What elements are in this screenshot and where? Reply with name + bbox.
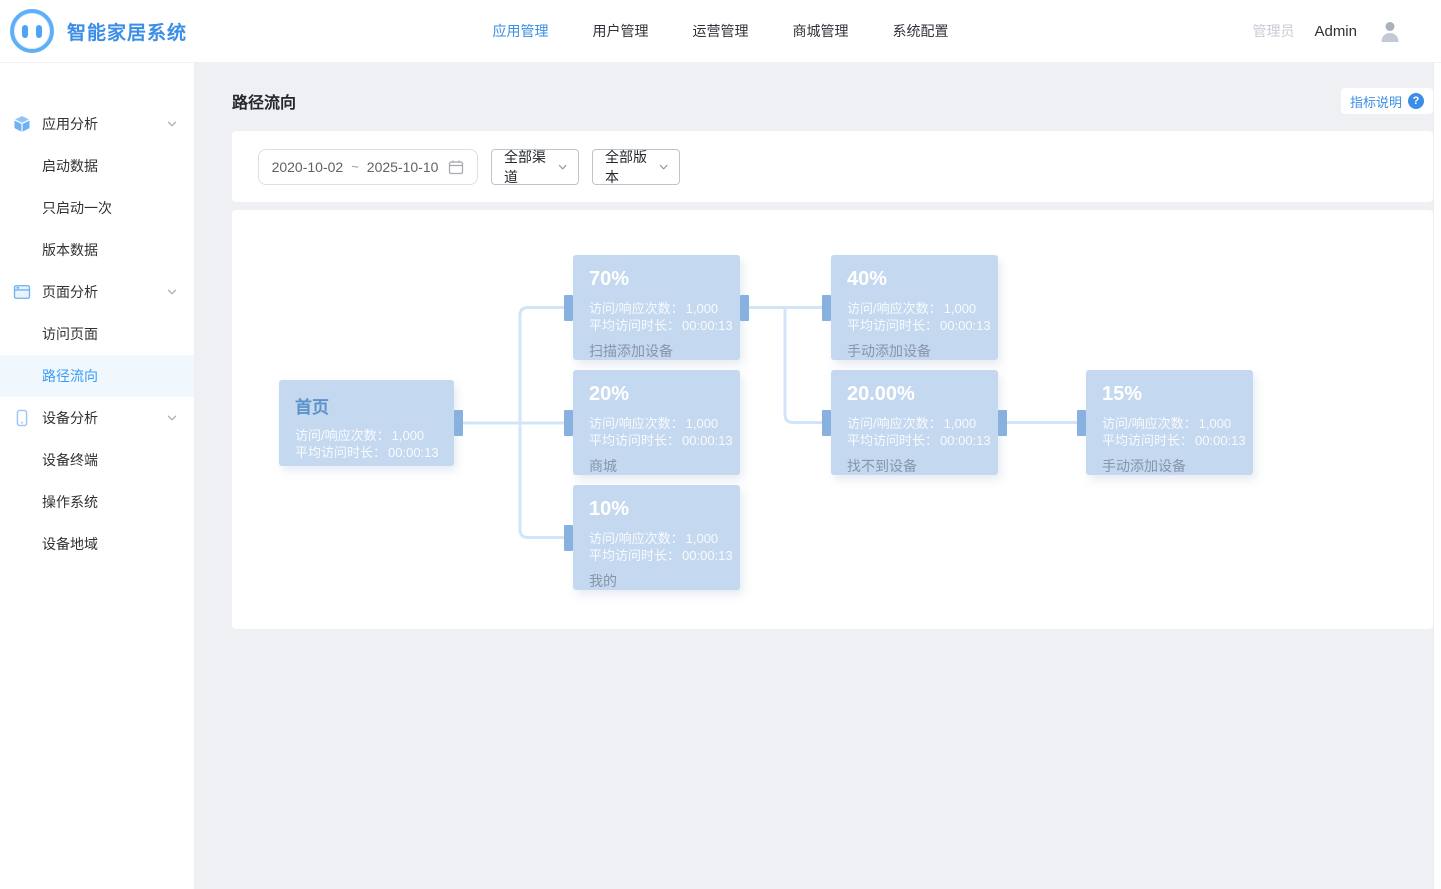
node-duration: 平均访问时长：00:00:13 bbox=[589, 318, 733, 333]
node-duration: 平均访问时长：00:00:13 bbox=[847, 433, 991, 448]
flow-connectors bbox=[458, 306, 1078, 539]
page-title: 路径流向 bbox=[232, 95, 297, 112]
phone-icon bbox=[16, 409, 28, 427]
node-visits: 访问/响应次数：1,000 bbox=[295, 428, 425, 443]
window-icon bbox=[13, 285, 31, 299]
user-role-label: 管理员 bbox=[1252, 23, 1295, 39]
sidebar-section-page-analysis[interactable]: 页面分析 bbox=[0, 271, 194, 313]
chevron-down-icon bbox=[167, 121, 177, 127]
flow-node-mall[interactable]: 20% 访问/响应次数：1,000 平均访问时长：00:00:13 商城 bbox=[564, 370, 740, 475]
connector-handle bbox=[1077, 409, 1086, 436]
flow-node-manual-add-device[interactable]: 40% 访问/响应次数：1,000 平均访问时长：00:00:13 手动添加设备 bbox=[822, 255, 998, 360]
sidebar-item-path-flow[interactable]: 路径流向 bbox=[0, 355, 194, 397]
avatar-icon[interactable] bbox=[1377, 19, 1403, 43]
sidebar-item-visited-pages[interactable]: 访问页面 bbox=[42, 326, 98, 342]
sidebar-item-device-region[interactable]: 设备地域 bbox=[42, 536, 98, 552]
path-flow-chart: 首页 访问/响应次数：1,000 平均访问时长：00:00:13 70% 访问/… bbox=[232, 210, 1433, 629]
node-visits: 访问/响应次数：1,000 bbox=[589, 416, 719, 431]
metric-help-button[interactable]: 指标说明 ? bbox=[1340, 88, 1433, 114]
sidebar-section-label: 页面分析 bbox=[42, 284, 98, 300]
app-logo-icon bbox=[10, 9, 54, 53]
node-page-name: 我的 bbox=[589, 573, 617, 589]
nav-user-management[interactable]: 用户管理 bbox=[592, 23, 649, 39]
node-page-name: 扫描添加设备 bbox=[589, 343, 673, 359]
node-percentage: 20% bbox=[589, 383, 630, 405]
node-duration: 平均访问时长：00:00:13 bbox=[589, 433, 733, 448]
nav-mall-management[interactable]: 商城管理 bbox=[792, 23, 849, 39]
date-end: 2025-10-10 bbox=[366, 158, 439, 175]
chevron-down-icon bbox=[167, 289, 177, 295]
brand: 智能家居系统 bbox=[0, 9, 300, 53]
node-percentage: 10% bbox=[589, 498, 630, 520]
version-select[interactable]: 全部版本 bbox=[592, 148, 680, 185]
calendar-icon bbox=[449, 160, 464, 174]
date-start: 2020-10-02 bbox=[271, 158, 344, 175]
flow-node-scan-add-device[interactable]: 70% 访问/响应次数：1,000 平均访问时长：00:00:13 扫描添加设备 bbox=[564, 255, 749, 360]
sidebar-section-device-analysis[interactable]: 设备分析 bbox=[0, 397, 194, 439]
connector-handle bbox=[454, 410, 463, 436]
filter-bar: 2020-10-02 ~ 2025-10-10 全部渠道 全部版本 bbox=[232, 131, 1433, 202]
node-duration: 平均访问时长：00:00:13 bbox=[1102, 433, 1246, 448]
channel-select[interactable]: 全部渠道 bbox=[491, 148, 579, 185]
node-percentage: 70% bbox=[589, 268, 630, 290]
chevron-down-icon bbox=[167, 415, 177, 421]
node-visits: 访问/响应次数：1,000 bbox=[589, 531, 719, 546]
nav-system-config[interactable]: 系统配置 bbox=[892, 23, 949, 39]
sidebar-item-launch-once[interactable]: 只启动一次 bbox=[42, 200, 112, 216]
connector-handle bbox=[822, 409, 831, 436]
node-page-name: 手动添加设备 bbox=[1102, 458, 1186, 474]
sidebar-item-operating-system[interactable]: 操作系统 bbox=[42, 494, 98, 510]
sidebar-section-label: 应用分析 bbox=[42, 116, 98, 132]
sidebar: 应用分析 启动数据 只启动一次 版本数据 页面分析 访问页面 路径流向 设备分 bbox=[0, 63, 195, 889]
node-duration: 平均访问时长：00:00:13 bbox=[295, 445, 439, 460]
sidebar-item-launch-data[interactable]: 启动数据 bbox=[42, 158, 98, 174]
question-icon: ? bbox=[1408, 93, 1424, 109]
node-title: 首页 bbox=[295, 398, 329, 417]
node-percentage: 40% bbox=[847, 268, 888, 290]
node-visits: 访问/响应次数：1,000 bbox=[847, 416, 977, 431]
flow-canvas: 首页 访问/响应次数：1,000 平均访问时长：00:00:13 70% 访问/… bbox=[232, 210, 1433, 629]
node-visits: 访问/响应次数：1,000 bbox=[589, 301, 719, 316]
sidebar-item-version-data[interactable]: 版本数据 bbox=[42, 242, 98, 258]
nav-operation-management[interactable]: 运营管理 bbox=[692, 23, 749, 39]
flow-node-home[interactable]: 首页 访问/响应次数：1,000 平均访问时长：00:00:13 bbox=[279, 380, 463, 466]
connector-handle bbox=[564, 524, 573, 551]
sidebar-section-app-analysis[interactable]: 应用分析 bbox=[0, 103, 194, 145]
scrollbar-track[interactable] bbox=[1433, 63, 1441, 889]
connector-handle bbox=[564, 294, 573, 321]
node-percentage: 15% bbox=[1102, 383, 1143, 405]
node-page-name: 找不到设备 bbox=[847, 458, 917, 474]
nav-app-management[interactable]: 应用管理 bbox=[492, 23, 549, 39]
app-title: 智能家居系统 bbox=[67, 22, 188, 44]
main-content: 路径流向 指标说明 ? 2020-10-02 ~ 2025-10-10 全部渠道… bbox=[195, 63, 1441, 889]
username-label: Admin bbox=[1314, 22, 1357, 40]
flow-node-device-not-found[interactable]: 20.00% 访问/响应次数：1,000 平均访问时长：00:00:13 找不到… bbox=[822, 370, 1007, 475]
page-head: 路径流向 指标说明 ? bbox=[195, 63, 1441, 131]
node-visits: 访问/响应次数：1,000 bbox=[1102, 416, 1232, 431]
connector-handle bbox=[564, 409, 573, 436]
sidebar-item-device-terminal[interactable]: 设备终端 bbox=[42, 452, 98, 468]
node-page-name: 手动添加设备 bbox=[847, 343, 931, 359]
date-range-picker[interactable]: 2020-10-02 ~ 2025-10-10 bbox=[258, 148, 478, 185]
top-nav: 应用管理 用户管理 运营管理 商城管理 系统配置 bbox=[300, 21, 1141, 41]
node-duration: 平均访问时长：00:00:13 bbox=[589, 548, 733, 563]
connector-handle bbox=[740, 294, 749, 321]
node-duration: 平均访问时长：00:00:13 bbox=[847, 318, 991, 333]
chevron-down-icon bbox=[558, 164, 567, 169]
sidebar-section-label: 设备分析 bbox=[42, 410, 98, 426]
flow-node-manual-add-device-2[interactable]: 15% 访问/响应次数：1,000 平均访问时长：00:00:13 手动添加设备 bbox=[1077, 370, 1253, 475]
node-visits: 访问/响应次数：1,000 bbox=[847, 301, 977, 316]
node-page-name: 商城 bbox=[589, 458, 617, 474]
connector-handle bbox=[822, 294, 831, 321]
chevron-down-icon bbox=[659, 164, 668, 169]
node-percentage: 20.00% bbox=[847, 383, 915, 405]
header-user-area: 管理员 Admin bbox=[1141, 19, 1441, 43]
connector-handle bbox=[998, 409, 1007, 436]
date-separator: ~ bbox=[351, 159, 359, 174]
cube-icon bbox=[14, 116, 30, 132]
top-header: 智能家居系统 应用管理 用户管理 运营管理 商城管理 系统配置 管理员 Admi… bbox=[0, 0, 1441, 63]
flow-node-mine[interactable]: 10% 访问/响应次数：1,000 平均访问时长：00:00:13 我的 bbox=[564, 485, 740, 590]
